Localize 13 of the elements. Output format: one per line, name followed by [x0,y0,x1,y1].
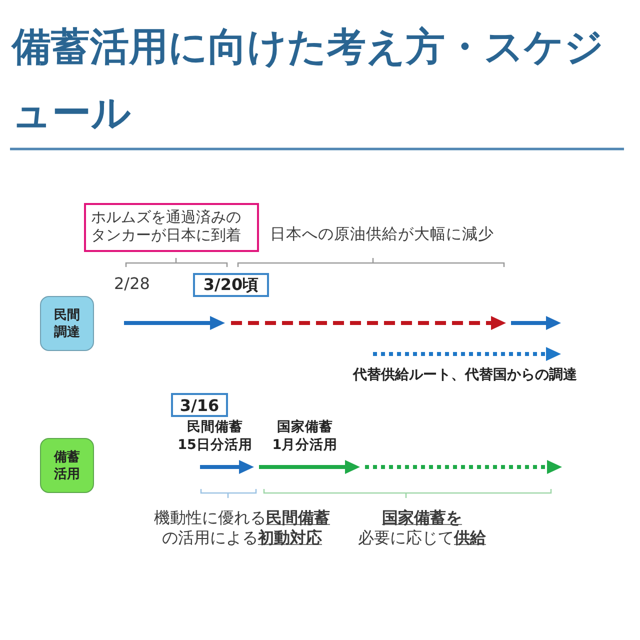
annotation: 国家備蓄1月分活用 [272,418,338,454]
annotation: 民間備蓄15日分活用 [178,418,252,454]
date-box: 3/20頃 [193,273,269,297]
note-text: 国家備蓄を必要に応じて供給 [358,508,486,548]
category-box: 備蓄活用 [40,438,94,493]
title: 備蓄活用に向けた考え方・スケジュール [12,24,605,138]
date-label: 2/28 [114,275,150,293]
note-text: 機動性に優れる民間備蓄の活用による初動対応 [154,508,330,548]
date-box: 3/16 [171,393,228,417]
annotation: 代替供給ルート、代替国からの調達 [353,366,577,384]
category-box: 民間調達 [40,296,94,351]
note-box: ホルムズを通過済みのタンカーが日本に到着 [84,203,259,252]
annotation: 日本への原油供給が大幅に減少 [270,225,494,243]
